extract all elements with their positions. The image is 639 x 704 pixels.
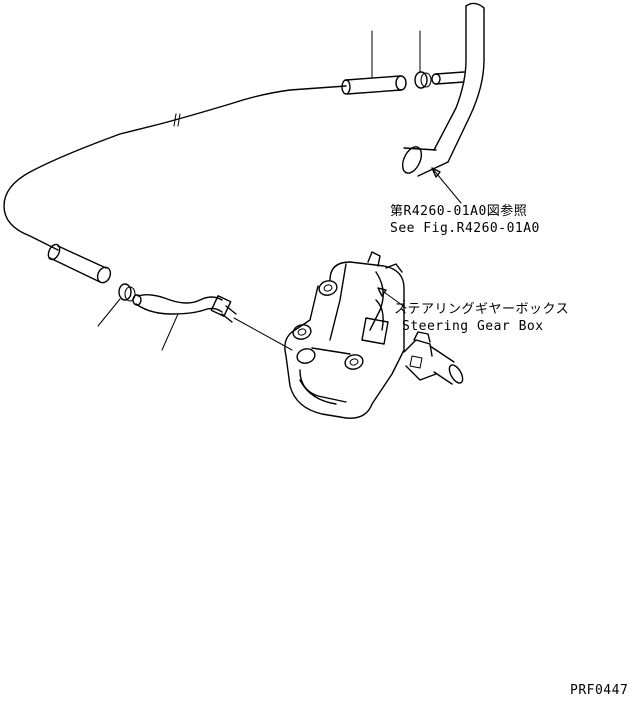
hose-fitting — [210, 295, 293, 351]
long-tube — [3, 85, 347, 251]
gear-box-leader — [377, 287, 407, 309]
lower-hose — [132, 293, 223, 351]
reference-label-jp: 第R4260-01A0図参照 — [390, 204, 528, 219]
lower-sleeve — [47, 243, 112, 284]
reference-label-en: See Fig.R4260-01A0 — [390, 221, 540, 236]
upper-hose — [401, 2, 485, 177]
top-sleeve — [341, 30, 407, 95]
top-tube-stub — [431, 71, 465, 85]
top-clamp — [414, 30, 432, 89]
output-shaft — [403, 331, 464, 385]
reference-arrow — [431, 167, 462, 204]
component-label-en: Steering Gear Box — [402, 319, 544, 334]
lower-clamp — [97, 283, 136, 327]
component-label-jp: ステアリングギヤーボックス — [394, 302, 570, 317]
drawing-code: PRF0447 — [570, 683, 629, 698]
steering-gear-box — [284, 251, 405, 419]
